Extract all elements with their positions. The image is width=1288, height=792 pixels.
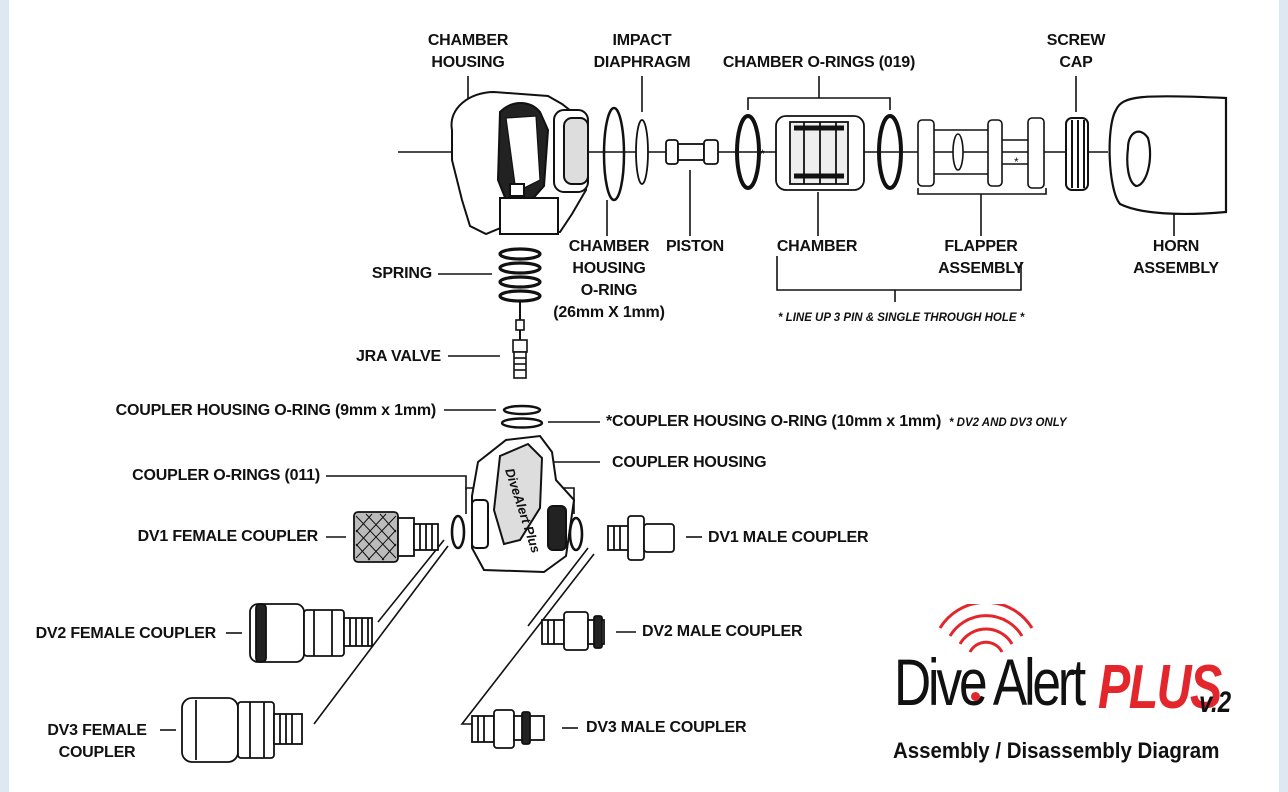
- note-line-up: * LINE UP 3 PIN & SINGLE THROUGH HOLE *: [778, 312, 1025, 324]
- label-dv2-male: DV2 MALE COUPLER: [642, 623, 803, 640]
- label-jra-valve: JRA VALVE: [355, 348, 441, 365]
- logo-plus-text: PLUS: [1098, 653, 1222, 722]
- bracket-lineup: [776, 256, 1022, 291]
- coupler-housing-oring-10mm-part: [500, 417, 544, 429]
- horn-assembly-part: [1108, 95, 1228, 215]
- connector-dv2-female: [377, 539, 445, 623]
- label-chamber-housing: CHAMBER HOUSING: [427, 32, 509, 71]
- label-coupler-housing-oring-9: COUPLER HOUSING O-RING (9mm x 1mm): [115, 402, 437, 419]
- label-flapper-assembly: FLAPPER ASSEMBLY: [938, 238, 1024, 277]
- label-dv3-female: DV3 FEMALE COUPLER: [47, 722, 147, 761]
- divealert-logo: Dive Alert PLUS v.2 Assembly / Disassemb…: [888, 604, 1248, 774]
- dv3-male-coupler-part: [471, 709, 545, 749]
- label-impact-diaphragm: IMPACT DIAPHRAGM: [593, 32, 691, 71]
- dv2-female-coupler-part: [249, 603, 373, 663]
- logo-dot: [971, 692, 980, 701]
- coupler-housing-part: DiveAlert Plus: [471, 434, 576, 574]
- label-dv1-female: DV1 FEMALE COUPLER: [137, 528, 319, 545]
- leader-coupler-orings: [326, 475, 467, 514]
- label-horn-assembly: HORN ASSEMBLY: [1133, 238, 1219, 277]
- note-dv2-dv3-only: * DV2 AND DV3 ONLY: [949, 417, 1067, 429]
- label-coupler-orings: COUPLER O-RINGS (011): [132, 467, 320, 484]
- bracket-chamber-orings: [747, 97, 891, 110]
- bracket-flapper: [917, 188, 1047, 195]
- label-spring: SPRING: [371, 265, 432, 282]
- dv1-male-coupler-part: [607, 515, 675, 561]
- coupler-oring-right: [568, 516, 584, 552]
- label-chamber: CHAMBER: [776, 238, 858, 255]
- svg-text:*: *: [760, 147, 765, 161]
- signal-waves-icon: [938, 604, 1034, 653]
- impact-diaphragm-part: [635, 119, 649, 185]
- spring-part: [498, 247, 542, 303]
- label-piston: PISTON: [665, 238, 725, 255]
- label-dv3-male: DV3 MALE COUPLER: [586, 719, 747, 736]
- flapper-assembly-part: *: [917, 117, 1045, 189]
- screw-cap-part: [1065, 117, 1089, 191]
- label-dv2-female: DV2 FEMALE COUPLER: [35, 625, 217, 642]
- svg-text:*: *: [1014, 155, 1019, 169]
- leader-lines: [160, 76, 1175, 731]
- frame-right-edge: [1279, 0, 1288, 792]
- label-coupler-housing: COUPLER HOUSING: [612, 454, 767, 471]
- connector-dv3-female: [313, 545, 449, 725]
- dv2-male-coupler-part: [541, 611, 605, 651]
- chamber-part: *: [760, 115, 865, 191]
- frame-left-edge: [0, 0, 9, 792]
- label-dv1-male: DV1 MALE COUPLER: [708, 529, 869, 546]
- dv1-female-coupler-part: [353, 511, 439, 563]
- chamber-housing-part: [450, 90, 589, 236]
- chamber-oring-right: [877, 114, 903, 190]
- label-chamber-orings: CHAMBER O-RINGS (019): [722, 54, 916, 71]
- coupler-oring-left: [450, 514, 466, 550]
- label-chamber-housing-oring: CHAMBER HOUSING O-RING (26mm X 1mm): [553, 238, 665, 321]
- label-coupler-housing-oring-10: *COUPLER HOUSING O-RING (10mm x 1mm): [606, 413, 942, 430]
- piston-part: [665, 139, 719, 165]
- chamber-housing-oring-part: [602, 106, 626, 202]
- chamber-oring-left: [735, 114, 761, 190]
- logo-version-text: v.2: [1199, 686, 1232, 719]
- logo-subtitle: Assembly / Disassembly Diagram: [893, 738, 1220, 763]
- dv3-female-coupler-part: [181, 697, 303, 763]
- label-screw-cap: SCREW CAP: [1046, 32, 1106, 71]
- logo-brand-text: Dive Alert: [894, 645, 1086, 719]
- coupler-housing-oring-9mm-part: [502, 404, 542, 416]
- jra-valve-part: [512, 302, 528, 379]
- connector-dv2-male: [527, 547, 589, 627]
